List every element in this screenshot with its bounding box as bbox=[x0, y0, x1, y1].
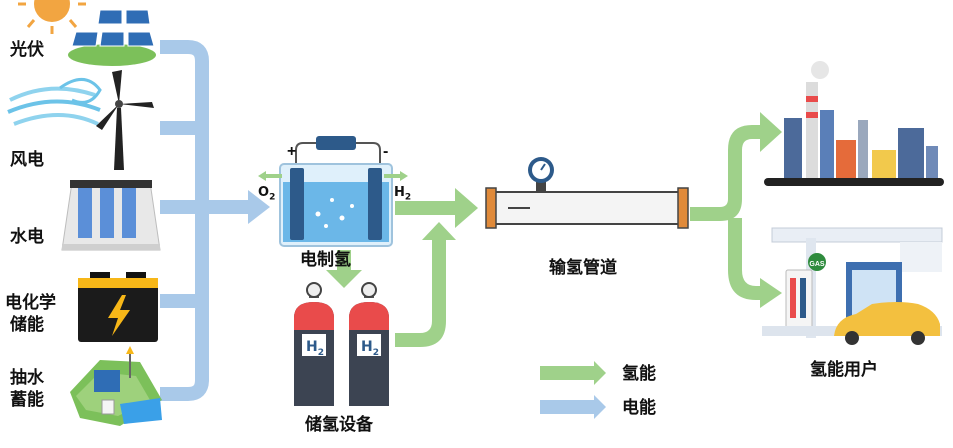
hydrogen-tank-left bbox=[294, 282, 334, 406]
h2-flow-to-industry bbox=[690, 125, 762, 221]
pumped-label-line1: 抽水 bbox=[10, 368, 44, 388]
wind-label: 风电 bbox=[10, 150, 44, 170]
battery-label-line2: 储能 bbox=[10, 315, 44, 335]
hydro-label: 水电 bbox=[10, 227, 44, 247]
users-label: 氢能用户 bbox=[810, 360, 878, 380]
hydro-dam-icon bbox=[61, 180, 161, 251]
solar-icon bbox=[18, 0, 156, 66]
hydrogen-station-icon bbox=[762, 227, 943, 345]
tank-right-h2-label: H2 bbox=[361, 339, 379, 358]
anode-plus-sign: + bbox=[287, 143, 296, 160]
electrolyzer-label: 电制氢 bbox=[300, 250, 351, 270]
h2-arrow-to-pipeline bbox=[455, 188, 478, 228]
hydrogen-pipeline-icon bbox=[485, 157, 689, 229]
legend-hydrogen-label: 氢能 bbox=[622, 364, 656, 384]
oxygen-label: O2 bbox=[258, 185, 276, 203]
h2-flow-to-pipeline bbox=[395, 201, 457, 215]
pumped-label-line2: 蓄能 bbox=[10, 390, 44, 410]
gas-sign: GAS bbox=[809, 261, 825, 268]
battery-label-line1: 电化学 bbox=[5, 293, 56, 313]
bus-trunk bbox=[160, 40, 209, 401]
h2-arrow-to-storage bbox=[326, 270, 362, 288]
solar-label: 光伏 bbox=[10, 40, 44, 60]
h2-flow-storage-up bbox=[395, 236, 446, 347]
electricity-bus bbox=[160, 40, 250, 401]
h2-flow-to-storage bbox=[337, 250, 351, 272]
industry-icon bbox=[764, 61, 944, 186]
electrolyzer-icon bbox=[258, 136, 408, 247]
tank-left-h2-label: H2 bbox=[306, 339, 324, 358]
pumped-storage-icon bbox=[70, 346, 162, 426]
h2-flow-to-station bbox=[728, 218, 762, 300]
legend-hydrogen-arrow bbox=[540, 361, 606, 385]
h2-arrow-to-industry bbox=[760, 112, 782, 152]
legend-electricity-arrow bbox=[540, 395, 606, 419]
hydrogen-out-label: H2 bbox=[394, 185, 412, 203]
h2-arrow-to-station bbox=[760, 278, 782, 308]
storage-label: 储氢设备 bbox=[305, 415, 373, 435]
pipeline-label: 输氢管道 bbox=[549, 258, 617, 278]
electricity-arrow-head bbox=[248, 190, 270, 224]
hydrogen-tank-right bbox=[349, 282, 389, 406]
battery-icon bbox=[78, 272, 158, 342]
h2-arrow-storage-up bbox=[422, 222, 456, 240]
legend-electricity-label: 电能 bbox=[622, 398, 656, 418]
cathode-minus-sign: - bbox=[383, 143, 388, 160]
wind-turbine-icon bbox=[7, 70, 154, 170]
hydrogen-flows bbox=[326, 112, 782, 347]
